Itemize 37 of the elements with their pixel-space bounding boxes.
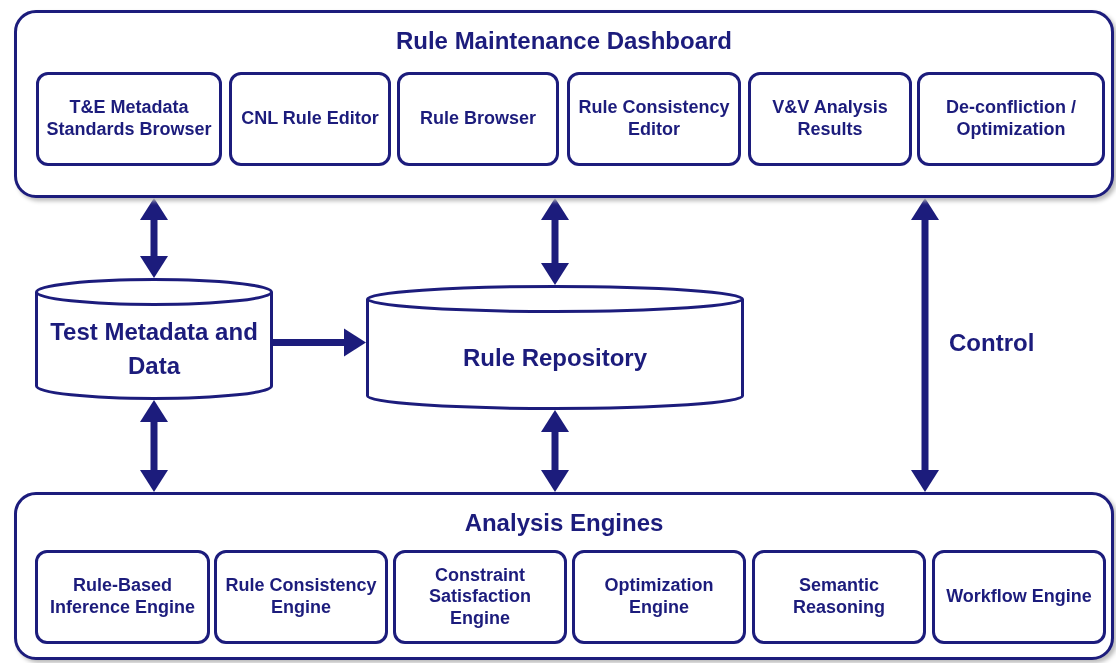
group-panel [14, 10, 1114, 198]
node-label: Rule Consistency Editor [577, 97, 731, 141]
node-label: Rule Consistency Engine [224, 575, 378, 619]
node-label: Semantic Reasoning [792, 575, 886, 619]
process-box [572, 550, 746, 644]
node-label: Test Metadata and Data [49, 317, 259, 381]
process-box [229, 72, 391, 166]
database-cylinder [366, 285, 744, 410]
arrow [140, 198, 168, 278]
process-box [36, 72, 222, 166]
node-label: Workflow Engine [946, 586, 1092, 608]
panel-title: Analysis Engines [463, 509, 665, 537]
node-label: Optimization Engine [603, 575, 715, 619]
arrow [911, 198, 939, 492]
node-label: CNL Rule Editor [241, 108, 379, 130]
process-box [917, 72, 1105, 166]
node-label: T&E Metadata Standards Browser [45, 97, 213, 141]
arrow [140, 400, 168, 492]
node-label: Rule-Based Inference Engine [48, 575, 196, 619]
node-label: Constraint Satisfaction Engine [428, 564, 532, 630]
process-box [397, 72, 559, 166]
node-label: V&V Analysis Results [771, 97, 889, 141]
arrow [541, 198, 569, 285]
node-label: Rule Repository [463, 342, 647, 373]
node-label: De-confliction / Optimization [945, 97, 1077, 141]
process-box [567, 72, 741, 166]
process-box [393, 550, 567, 644]
group-panel [14, 492, 1114, 660]
process-box [748, 72, 912, 166]
process-box [35, 550, 210, 644]
process-box [932, 550, 1106, 644]
database-cylinder [35, 278, 273, 400]
panel-title: Rule Maintenance Dashboard [394, 27, 734, 55]
node-label: Rule Browser [419, 108, 536, 130]
arrow [541, 410, 569, 492]
process-box [214, 550, 388, 644]
process-box [752, 550, 926, 644]
